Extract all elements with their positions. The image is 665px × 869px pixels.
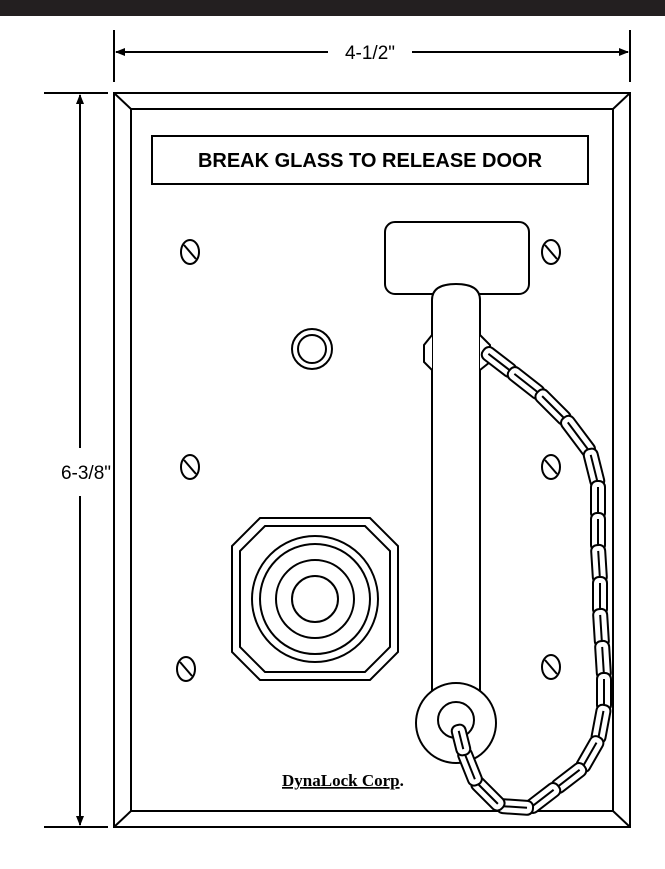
release-sign: BREAK GLASS TO RELEASE DOOR bbox=[151, 135, 589, 185]
screw-top-left bbox=[180, 239, 200, 265]
chain-ring bbox=[415, 682, 497, 764]
indicator-light bbox=[291, 328, 333, 370]
wall-plate bbox=[113, 92, 631, 828]
push-button bbox=[231, 517, 399, 681]
screw-middle-left bbox=[180, 454, 200, 480]
chain-link bbox=[450, 723, 472, 757]
chain-link bbox=[495, 798, 535, 816]
width-label: 4-1/2" bbox=[345, 43, 395, 64]
screw-top-right bbox=[541, 239, 561, 265]
screw-bottom-left bbox=[176, 656, 196, 682]
chain-link bbox=[534, 388, 572, 426]
brand-label: DynaLock Corp. bbox=[282, 771, 404, 790]
glass-rod bbox=[423, 282, 491, 713]
brand-suffix: . bbox=[400, 771, 404, 790]
chain-link bbox=[524, 782, 562, 814]
height-dimension: 6-3/8" bbox=[44, 92, 111, 828]
screw-middle-right bbox=[541, 454, 561, 480]
width-dimension: 4-1/2" bbox=[113, 30, 631, 82]
screw-bottom-right bbox=[541, 654, 561, 680]
pull-chain bbox=[450, 346, 612, 816]
top-bar bbox=[0, 0, 665, 16]
brand-name: DynaLock Corp bbox=[282, 771, 400, 790]
sign-text: BREAK GLASS TO RELEASE DOOR bbox=[198, 150, 543, 172]
height-label: 6-3/8" bbox=[61, 463, 111, 484]
